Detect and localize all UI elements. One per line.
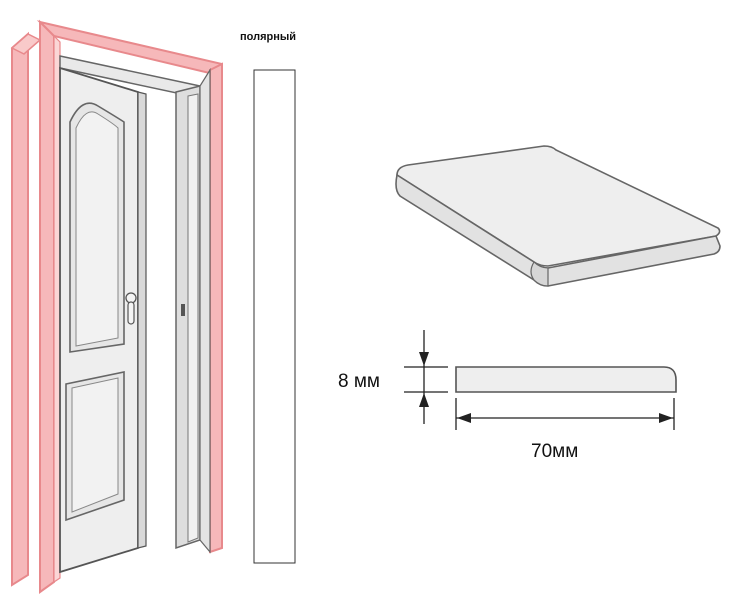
width-dimension bbox=[455, 398, 675, 430]
thickness-dimension bbox=[404, 330, 448, 424]
door-latch-icon bbox=[181, 304, 185, 316]
front-casing bbox=[36, 19, 223, 594]
door-jamb bbox=[59, 55, 211, 554]
thickness-label: 8 мм bbox=[338, 371, 380, 392]
color-swatch-group: полярный bbox=[240, 31, 296, 564]
trim-cross-section: 8 мм 70мм bbox=[338, 330, 677, 462]
color-swatch bbox=[253, 69, 296, 564]
trim-3d-view bbox=[395, 145, 721, 287]
width-label: 70мм bbox=[531, 441, 578, 462]
door-leaf bbox=[59, 66, 185, 574]
color-name-label: полярный bbox=[240, 31, 296, 43]
door-handle-icon bbox=[125, 292, 137, 325]
rear-casing bbox=[10, 31, 42, 587]
door-illustration bbox=[10, 19, 223, 594]
